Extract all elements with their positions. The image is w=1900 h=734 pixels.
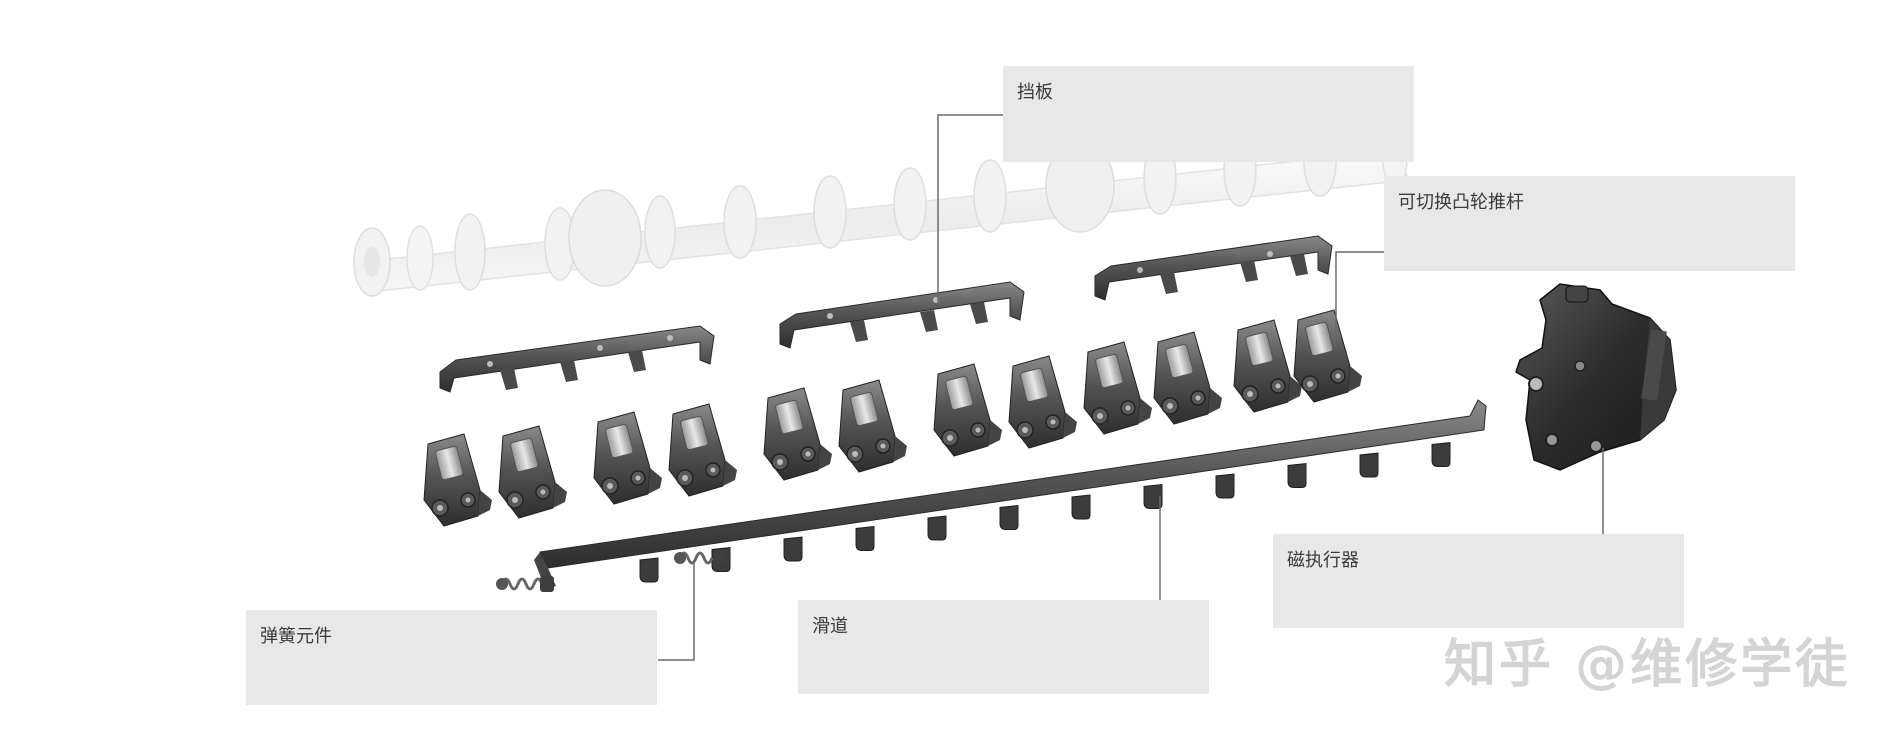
label-slide-rail: 滑道 [798,600,1209,694]
label-slide-rail-text: 滑道 [812,616,848,637]
rail-tab [1431,441,1451,467]
cam-follower [1153,331,1222,425]
magnetic-actuator [1515,283,1677,471]
rail-tab [1071,494,1091,520]
label-baffle-text: 挡板 [1017,82,1053,103]
cam-follower [933,363,1002,457]
rail-tab [855,525,875,551]
rail-tab [927,515,947,541]
label-magnetic-actuator-text: 磁执行器 [1287,550,1359,571]
cam-follower [1233,319,1302,413]
spring-element-left [496,576,554,592]
cam-follower [763,387,832,481]
baffle-bracket-middle [779,281,1025,349]
cam-follower [498,425,567,519]
cam-follower [423,433,492,527]
label-magnetic-actuator: 磁执行器 [1273,534,1684,628]
spring-element-right [674,550,726,565]
cam-follower [593,411,662,505]
camshaft [353,127,1409,297]
rail-tab [999,504,1019,530]
label-spring-element: 弹簧元件 [246,610,657,705]
rail-tab [783,536,803,562]
label-switchable-cam-follower: 可切换凸轮推杆 [1384,176,1795,271]
cam-follower [1083,341,1152,435]
cam-follower [1008,355,1077,449]
leader-line-spring-element [658,562,695,661]
baffle-bracket-left [439,325,715,393]
cam-follower [1293,309,1362,403]
slide-rail [534,399,1487,590]
rail-tab [1287,462,1307,488]
label-switchable-cam-follower-text: 可切换凸轮推杆 [1398,192,1524,213]
rail-tab [1143,483,1163,509]
label-spring-element-text: 弹簧元件 [260,626,332,647]
slide-rail-tabs [639,441,1451,583]
rail-tab [1215,473,1235,499]
baffle-bracket-right [1094,235,1333,301]
leader-line-baffle [937,114,1003,302]
leader-line-cam-follower [1335,251,1384,340]
leader-lines [658,114,1604,661]
switchable-cam-followers [423,309,1362,527]
cam-follower [668,403,737,497]
cam-follower [838,379,907,473]
watermark: 知乎 @维修学徒 [1444,635,1851,695]
rail-tab [1359,452,1379,478]
rail-tab [639,557,659,583]
label-baffle: 挡板 [1003,66,1414,162]
